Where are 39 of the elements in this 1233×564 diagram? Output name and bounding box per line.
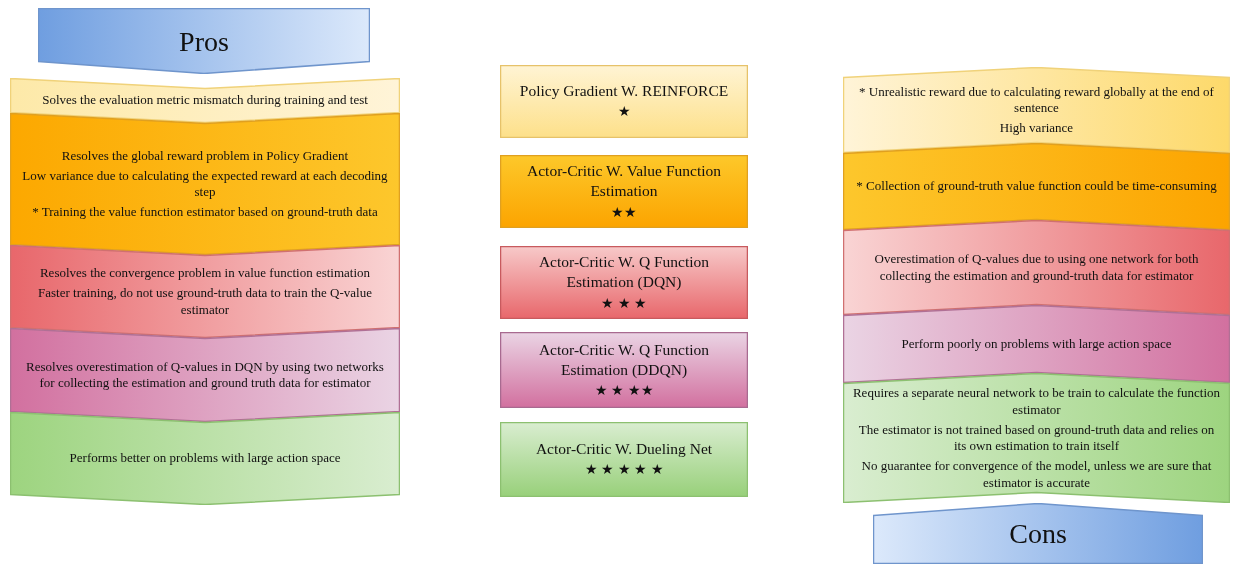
band-text: Resolves overestimation of Q-values in DQN by using two networks for collecting the estimation and ground truth data for estimator — [25, 358, 385, 392]
chevron-band — [843, 305, 1230, 383]
band-text: * Collection of ground-truth value function could be time-consuming — [856, 178, 1217, 195]
header-title: Cons — [1009, 517, 1067, 551]
band-text: Faster training, do not use ground-truth data to train the Q-value estimator — [37, 285, 373, 318]
band-text: Overestimation of Q-values due to using one network for both collecting the estimation and ground-truth data for estimator — [873, 251, 1200, 284]
band-text: Performs better on problems with large action space — [69, 450, 341, 467]
header-banner — [38, 8, 370, 74]
band-text: * Training the value function estimator based on ground-truth data — [32, 204, 378, 221]
band-text: Perform poorly on problems with large action space — [901, 335, 1172, 353]
header-banner — [873, 503, 1203, 564]
method-name: Actor-Critic W. Q Function Estimation (DDQN) — [537, 339, 711, 380]
band-text: No guarantee for convergence of the model, unless we are sure that estimator is accurate — [860, 458, 1213, 491]
star-rating: ★ ★ ★ — [601, 294, 647, 313]
star-rating: ★ — [617, 103, 631, 122]
star-rating: ★ ★ ★★ — [594, 382, 654, 401]
method-box — [500, 65, 748, 138]
band-text: Resolves the convergence problem in value function estimation — [39, 265, 371, 282]
chevron-band — [843, 143, 1230, 230]
header-title: Pros — [179, 24, 229, 59]
method-name: Actor-Critic W. Value Function Estimation — [526, 161, 722, 202]
band-text: Resolves the global reward problem in Policy Gradient — [61, 147, 349, 164]
band-text: * Unrealistic reward due to calculating reward globally at the end of sentence — [858, 83, 1215, 117]
chevron-band — [843, 67, 1230, 153]
band-text: Requires a separate neural network to be train to calculate the function estimator — [851, 385, 1222, 418]
chevron-band — [10, 412, 400, 505]
band-text: High variance — [999, 120, 1074, 137]
method-box — [500, 332, 748, 408]
star-rating: ★★ — [611, 203, 637, 222]
method-name: Actor-Critic W. Q Function Estimation (DQN) — [537, 252, 711, 293]
band-text: Low variance due to calculating the expected reward at each decoding step — [21, 167, 389, 201]
method-box — [500, 155, 748, 228]
method-box — [500, 246, 748, 319]
star-rating: ★ ★ ★ ★ ★ — [584, 461, 664, 480]
method-name: Actor-Critic W. Dueling Net — [535, 439, 713, 460]
band-text: Solves the evaluation metric mismatch during training and test — [42, 92, 368, 109]
method-box — [500, 422, 748, 497]
band-text: The estimator is not trained based on ground-truth data and relies on its own estimation to train itself — [857, 421, 1216, 455]
method-name: Policy Gradient W. REINFORCE — [519, 81, 729, 102]
